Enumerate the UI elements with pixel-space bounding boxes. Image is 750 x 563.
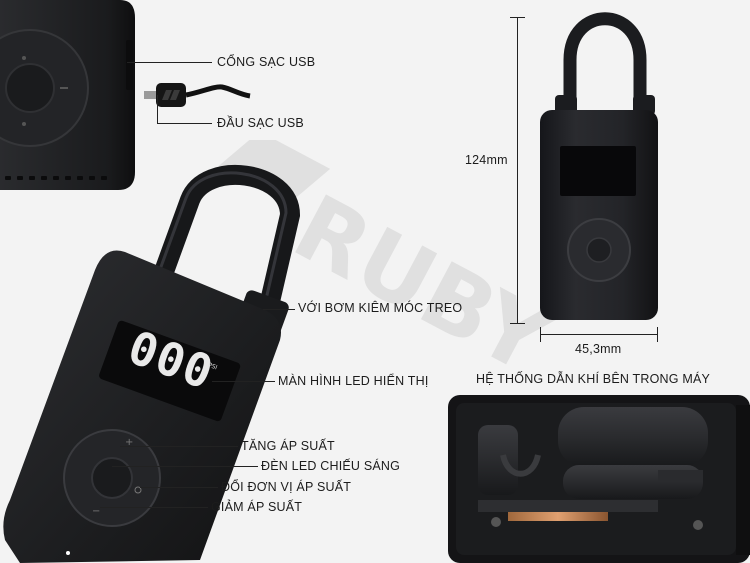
unit-switch-label: ĐỔI ĐƠN VỊ ÁP SUẤT bbox=[221, 480, 352, 494]
internal-system-photo bbox=[448, 395, 750, 563]
svg-text:RUBY: RUBY bbox=[278, 175, 568, 370]
increase-label: TĂNG ÁP SUẤT bbox=[241, 439, 335, 453]
width-dimension-label: 45,3mm bbox=[575, 342, 622, 356]
svg-text:+: + bbox=[125, 437, 133, 448]
usb-plug-leader-v bbox=[157, 95, 158, 123]
decrease-label: GIẢM ÁP SUẤT bbox=[211, 500, 303, 514]
height-dimension-tick-bottom bbox=[510, 323, 525, 324]
height-dimension-label: 124mm bbox=[465, 153, 508, 167]
pump-main-photo: + − bbox=[0, 160, 300, 563]
decrease-leader bbox=[100, 507, 208, 508]
width-dimension-line bbox=[540, 334, 657, 335]
usb-port-leader bbox=[127, 62, 212, 63]
hook-label: VỚI BƠM KIÊM MÓC TREO bbox=[298, 301, 463, 315]
usb-plug-label: ĐẦU SẠC USB bbox=[217, 116, 304, 130]
svg-text:−: − bbox=[92, 506, 100, 517]
height-dimension-tick-top bbox=[510, 17, 525, 18]
internal-system-label: HỆ THỐNG DẪN KHÍ BÊN TRONG MÁY bbox=[476, 372, 711, 386]
led-leader bbox=[112, 466, 258, 467]
width-dimension-tick-left bbox=[540, 327, 541, 342]
watermark-logo: RUBY bbox=[175, 140, 575, 370]
screen-leader bbox=[212, 381, 275, 382]
led-light-label: ĐÈN LED CHIẾU SÁNG bbox=[261, 459, 401, 473]
screen-label: MÀN HÌNH LED HIỂN THỊ bbox=[278, 374, 429, 388]
usb-cable-photo bbox=[142, 78, 252, 114]
usb-port-label: CỔNG SẠC USB bbox=[217, 55, 316, 69]
usb-plug-leader-h bbox=[157, 123, 212, 124]
increase-leader bbox=[120, 446, 238, 447]
width-dimension-tick-right bbox=[657, 327, 658, 342]
height-dimension-line bbox=[517, 17, 518, 323]
pump-front-view-photo bbox=[530, 10, 670, 325]
usb-port-closeup-photo bbox=[0, 0, 135, 190]
unit-leader bbox=[140, 487, 218, 488]
hook-leader bbox=[263, 309, 295, 310]
